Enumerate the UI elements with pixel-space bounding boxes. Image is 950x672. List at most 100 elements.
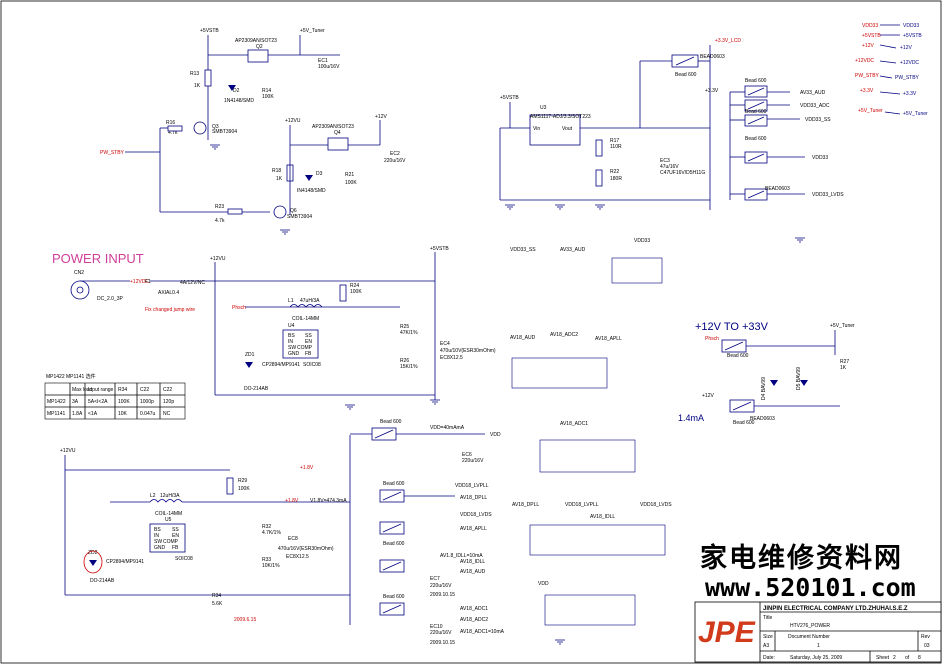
r17-label: R17 [610, 138, 619, 144]
boost-title: +12V TO +33V [695, 321, 769, 333]
net-label: AV33_AUD [560, 247, 586, 253]
ec3-pkg: C47UF16V/D5H11G [660, 170, 705, 176]
net-5vstb-b: +5VSTB [903, 33, 922, 39]
l2-pkg: COIL-14MM [155, 511, 182, 517]
table-cell: MP1141 [47, 411, 65, 417]
net-idll: AV18_IDLL [460, 559, 485, 565]
boost-33v-section: +12V TO +33V +5V_Tuner Phsch Bead 600 R2… [678, 321, 855, 426]
table-cell: 10K [118, 411, 128, 417]
ec10-value: 220u/16V [430, 630, 452, 636]
table-cell: R34 [118, 387, 127, 393]
u4-pin-fb: FB [305, 351, 312, 357]
of-value: 8 [918, 655, 921, 661]
switch-section: +5VSTB AP2309AN/SOT23 Q2 +5V_Tuner EC1 1… [100, 28, 406, 224]
q3-ref: Q3 [212, 124, 219, 130]
net-12v-a: +12V [862, 43, 874, 49]
q4-part: AP2309AN/SOT23 [312, 124, 354, 130]
f1-ref: F1 [145, 279, 151, 285]
company-name: JINPIN ELECTRICAL COMPANY LTD.ZHUHAI.S.E… [763, 606, 908, 612]
u5-pin-in: IN [154, 533, 159, 539]
net-label: AV18_ADC1 [560, 421, 588, 427]
u3-vin: Vin [533, 126, 540, 132]
net-label: +12V [702, 393, 714, 399]
u4-pin-en: EN [305, 339, 312, 345]
f1-val: AXIAL0.4 [158, 290, 179, 296]
net-label: +5V_Tuner [300, 28, 325, 34]
date-label: Date: [763, 655, 775, 661]
r21-value: 100K [345, 180, 357, 186]
l1-val: 47uH/3A [300, 298, 320, 304]
r27-label: R27 [840, 359, 849, 365]
jump-wire-note: Fix changed jump wire [145, 307, 195, 313]
r32-label: R32 [262, 524, 271, 530]
net-label: VDD18_LVDS [640, 502, 672, 508]
u5-pin-ss: SS [172, 527, 179, 533]
net-33v-a: +3.3V [860, 88, 874, 94]
r24-label: R24 [350, 283, 359, 289]
net-av33aud: AV33_AUD [800, 90, 826, 96]
r23-label: R23 [215, 204, 224, 210]
u4-pin-ss: SS [305, 333, 312, 339]
l1-pkg: COIL-14MM [292, 316, 319, 322]
mp-option-table: MP1422 MP1141 选件 Max load Input range R3… [44, 373, 186, 420]
net-label: +5VSTB [430, 246, 449, 252]
r17-value: 110R [610, 144, 622, 150]
net-lvpll: VDD18_LVPLL [455, 483, 489, 489]
distribution-beads: Bead 600 VDD=40mAmA VDD 220u/16V EC6 Bea… [349, 419, 505, 646]
net-aud: AV18_AUD [460, 569, 486, 575]
u4-part: CP2894/MP9141 [262, 362, 300, 368]
net-vdd33-a: VDD33 [862, 23, 878, 29]
u5-pin-comp: COMP [163, 539, 179, 545]
u4-pin-sw: SW [288, 345, 296, 351]
date-value: Saturday, July 25, 2009 [790, 655, 842, 661]
net-label: +12V [375, 114, 387, 120]
u4-pin-gnd: GND [288, 351, 300, 357]
net-phsh: Phsch [232, 305, 246, 311]
u5-pin-gnd: GND [154, 545, 166, 551]
bead-label: BEAD0603 [700, 54, 725, 60]
company-logo: JPE [698, 616, 756, 649]
table-cell: NC [163, 411, 171, 417]
bead-label: Bead 600 [745, 78, 767, 84]
net-label: +12VU [60, 448, 76, 454]
current-label: 1.4mA [678, 413, 704, 423]
r22-label: R22 [610, 169, 619, 175]
ec10-label: EC10 [430, 624, 443, 630]
net-5vtuner-a: +5V_Tuner [858, 108, 883, 114]
zd2-value: DO-214AB [90, 578, 115, 584]
net-label: AV18_APLL [595, 336, 622, 342]
table-cell: 100K [118, 399, 130, 405]
net-5vtuner-b: +5V_Tuner [903, 111, 928, 117]
ec8-ref: EC8 [288, 536, 298, 542]
ec3-val: 47u/16V [660, 164, 679, 170]
net-dpll: AV18_DPLL [460, 495, 487, 501]
net-vdd33-b: VDD33 [903, 23, 919, 29]
u5-pkg: SOIC08 [175, 556, 193, 562]
ground-symbols [210, 144, 805, 645]
bead-label: Bead 600 [383, 594, 405, 600]
net-label: VDD18_LVPLL [565, 502, 599, 508]
u4-pkg: SOIC08 [303, 362, 321, 368]
ec1-label: EC1 [318, 58, 328, 64]
net-phsh-b: Phsch [705, 336, 719, 342]
note-date: 2009.10.15 [430, 592, 455, 598]
ec4-pkg: EC8X12.5 [440, 355, 463, 361]
power-input-title: POWER INPUT [52, 251, 144, 266]
ec4-val: 470u/10V(ESR30mOhm) [440, 348, 496, 354]
net-label: AV18_ADC2 [550, 332, 578, 338]
bead-label: Bead 600 [383, 541, 405, 547]
decoupling-caps: VDD33_SS AV33_AUD VDD33 AV18_AUD AV18_AD… [510, 238, 672, 626]
bead-label: Bead 600 [727, 353, 749, 359]
net-label: +5VSTB [500, 95, 519, 101]
table-cell: 1.8A [72, 411, 83, 417]
cn2-ref: CN2 [74, 270, 84, 276]
cn2-part: DC_2.0_3P [97, 296, 124, 302]
net-vdd33: VDD33 [812, 155, 828, 161]
q6-part: SMBT3904 [287, 214, 312, 220]
ec8-val: 470u/16V(ESR30mOhm) [278, 546, 334, 552]
u4-box [282, 329, 319, 359]
r22-value: 180R [610, 176, 622, 182]
u3-vout: Vout [562, 126, 573, 132]
net-adc2: AV18_ADC2 [460, 617, 488, 623]
